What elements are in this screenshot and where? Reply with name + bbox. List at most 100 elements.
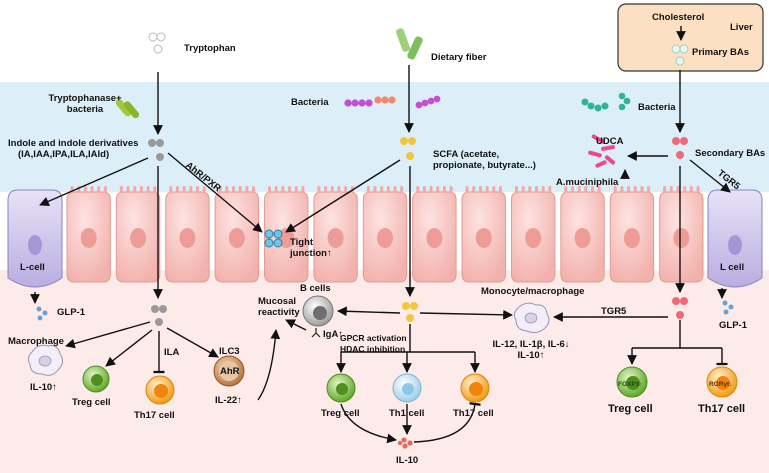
- glp1-left-label: GLP-1: [57, 307, 85, 318]
- epithelial-nucleus: [130, 228, 147, 248]
- tight-junction-label: Tight junction↑: [290, 237, 332, 259]
- cholesterol-label: Cholesterol: [652, 12, 705, 23]
- microvillus: [669, 186, 673, 193]
- microvillus: [478, 186, 482, 193]
- microvillus: [498, 186, 502, 193]
- microvillus: [548, 186, 552, 193]
- microvillus: [238, 186, 242, 193]
- microvillus: [633, 186, 637, 193]
- mucosal-reactivity-label: Mucosal reactivity: [258, 296, 300, 318]
- microvillus: [301, 186, 305, 193]
- tgr5-mid-label: TGR5: [601, 306, 627, 317]
- iga-label: IgA↑: [323, 329, 344, 340]
- microvillus: [683, 186, 687, 193]
- th17-cell-left: [145, 375, 175, 405]
- treg-cell-center: [326, 373, 356, 403]
- microvillus: [465, 186, 469, 193]
- microvillus: [380, 186, 384, 193]
- l-cell-right-label: L cell: [720, 262, 745, 273]
- microvillus: [126, 186, 130, 193]
- microvillus: [534, 186, 538, 193]
- th17-cell-right: [706, 366, 738, 398]
- microvillus: [225, 186, 229, 193]
- epithelial-nucleus: [475, 228, 492, 248]
- treg-cell-left: [82, 365, 110, 393]
- th1-cell-center: [392, 373, 422, 403]
- microvillus: [195, 186, 199, 193]
- microvillus: [288, 186, 292, 193]
- microvillus: [119, 186, 123, 193]
- dietary-fiber-icon: [395, 28, 423, 60]
- microvillus: [442, 186, 446, 193]
- l-cell-right-nucleus: [728, 235, 742, 255]
- glp1-molecules-left: [36, 306, 48, 321]
- microvillus: [676, 186, 680, 193]
- microvillus: [175, 186, 179, 193]
- microvillus: [696, 186, 700, 193]
- dietary-fiber-label: Dietary fiber: [431, 52, 487, 63]
- monocyte-label: Monocyte/macrophage: [481, 286, 585, 297]
- tight-junction-molecules: [264, 229, 283, 248]
- tryptophanase-bacteria-icon: [115, 99, 140, 119]
- foxp3-label: FOXP3↑: [618, 381, 643, 388]
- epithelial-nucleus: [525, 228, 542, 248]
- microvillus: [514, 186, 518, 193]
- treg-right-label: Treg cell: [608, 403, 653, 415]
- epithelial-nucleus: [623, 228, 640, 248]
- microvillus: [591, 186, 595, 193]
- microvillus: [294, 186, 298, 193]
- epithelial-nucleus: [80, 228, 97, 248]
- ilc3-label: ILC3: [219, 346, 240, 357]
- bacteria-right-label: Bacteria: [638, 102, 676, 113]
- microvillus: [663, 186, 667, 193]
- udca-label: UDCA: [596, 136, 624, 147]
- microvillus: [528, 186, 532, 193]
- microvillus: [597, 186, 601, 193]
- microvillus: [274, 186, 278, 193]
- microvillus: [169, 186, 173, 193]
- liver-box: [617, 3, 764, 72]
- microvillus: [485, 186, 489, 193]
- microvillus: [202, 186, 206, 193]
- treg-left-label: Treg cell: [72, 397, 111, 408]
- ahr-label: AhR: [220, 366, 240, 377]
- microvillus: [571, 186, 575, 193]
- microvillus: [492, 186, 496, 193]
- secondary-bas-label: Secondary BAs: [695, 148, 766, 159]
- bacteria-center-label: Bacteria: [291, 97, 329, 108]
- scfa-molecules: [400, 137, 416, 160]
- microvillus: [613, 186, 617, 193]
- microvillus: [393, 186, 397, 193]
- scfa-label: SCFA (acetate, propionate, butyrate...): [433, 149, 536, 171]
- epithelial-nucleus: [179, 228, 196, 248]
- microvillus: [97, 186, 101, 193]
- microvillus: [472, 186, 476, 193]
- microvillus: [139, 186, 143, 193]
- treg-center-label: Treg cell: [321, 408, 360, 419]
- ilc3-cell: [213, 355, 245, 387]
- microvillus: [103, 186, 107, 193]
- microvillus: [436, 186, 440, 193]
- iga-molecule: [311, 328, 321, 338]
- l-cell-left-nucleus: [28, 235, 42, 255]
- epithelial-nucleus: [673, 228, 690, 248]
- microvillus: [83, 186, 87, 193]
- gpcr-label: GPCR activation HDAC inhibition: [340, 333, 407, 354]
- microvillus: [366, 186, 370, 193]
- epithelial-nucleus: [426, 228, 443, 248]
- microvillus: [689, 186, 693, 193]
- microvillus: [324, 186, 328, 193]
- liver-label: Liver: [730, 22, 753, 33]
- microvillus: [627, 186, 631, 193]
- microvillus: [422, 186, 426, 193]
- glp1-right-label: GLP-1: [719, 320, 747, 331]
- microvillus: [373, 186, 377, 193]
- microvillus: [268, 186, 272, 193]
- tryptophanase-bacteria-label: Tryptophanase+ bacteria: [48, 93, 122, 115]
- microvillus: [90, 186, 94, 193]
- microvillus: [245, 186, 249, 193]
- microvillus: [317, 186, 321, 193]
- il10-molecules: [397, 437, 413, 449]
- indole-label: Indole and indole derivatives (IA,IAA,IP…: [8, 138, 139, 160]
